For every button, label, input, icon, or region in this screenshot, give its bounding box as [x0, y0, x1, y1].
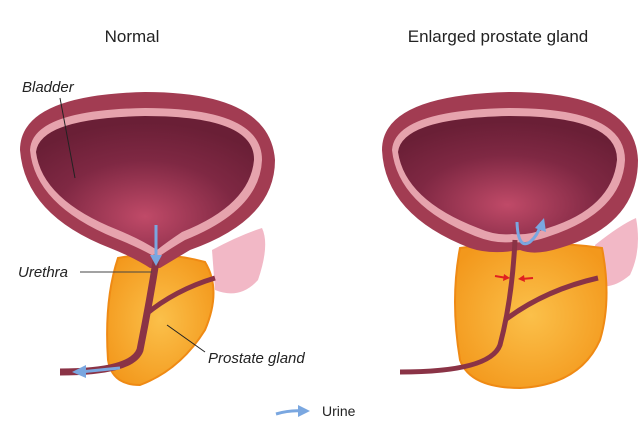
ejaculatory-duct — [143, 275, 216, 317]
enlarged-anatomy — [382, 92, 638, 390]
title-normal: Normal — [105, 27, 160, 46]
seminal-vesicle — [212, 228, 266, 294]
ejaculatory-duct — [503, 275, 599, 323]
urine-arrowhead — [150, 255, 162, 266]
compression-arrowhead-left — [503, 274, 510, 281]
label-urethra: Urethra — [18, 264, 68, 281]
label-prostate-gland: Prostate gland — [208, 350, 305, 367]
urine-legend-arrowhead — [298, 405, 310, 417]
legend-urine-label: Urine — [322, 403, 356, 419]
bladder-cavity — [36, 116, 255, 250]
urine-arrow-out — [79, 366, 121, 374]
prostate-leader-line — [166, 324, 206, 353]
urine-backflow-arrow — [515, 221, 542, 246]
legend: Urine — [275, 403, 356, 419]
compressed-urethra — [399, 239, 518, 375]
bladder-cavity — [398, 116, 618, 235]
bladder-leader-line — [59, 97, 76, 179]
normal-anatomy — [20, 92, 275, 387]
urine-arrowhead-out — [72, 365, 86, 378]
title-enlarged: Enlarged prostate gland — [408, 27, 589, 46]
urine-arrowhead-up — [535, 218, 546, 232]
prostate-gland-enlarged — [454, 242, 608, 390]
label-bladder: Bladder — [22, 79, 75, 96]
compression-arrowhead-right — [518, 275, 525, 282]
